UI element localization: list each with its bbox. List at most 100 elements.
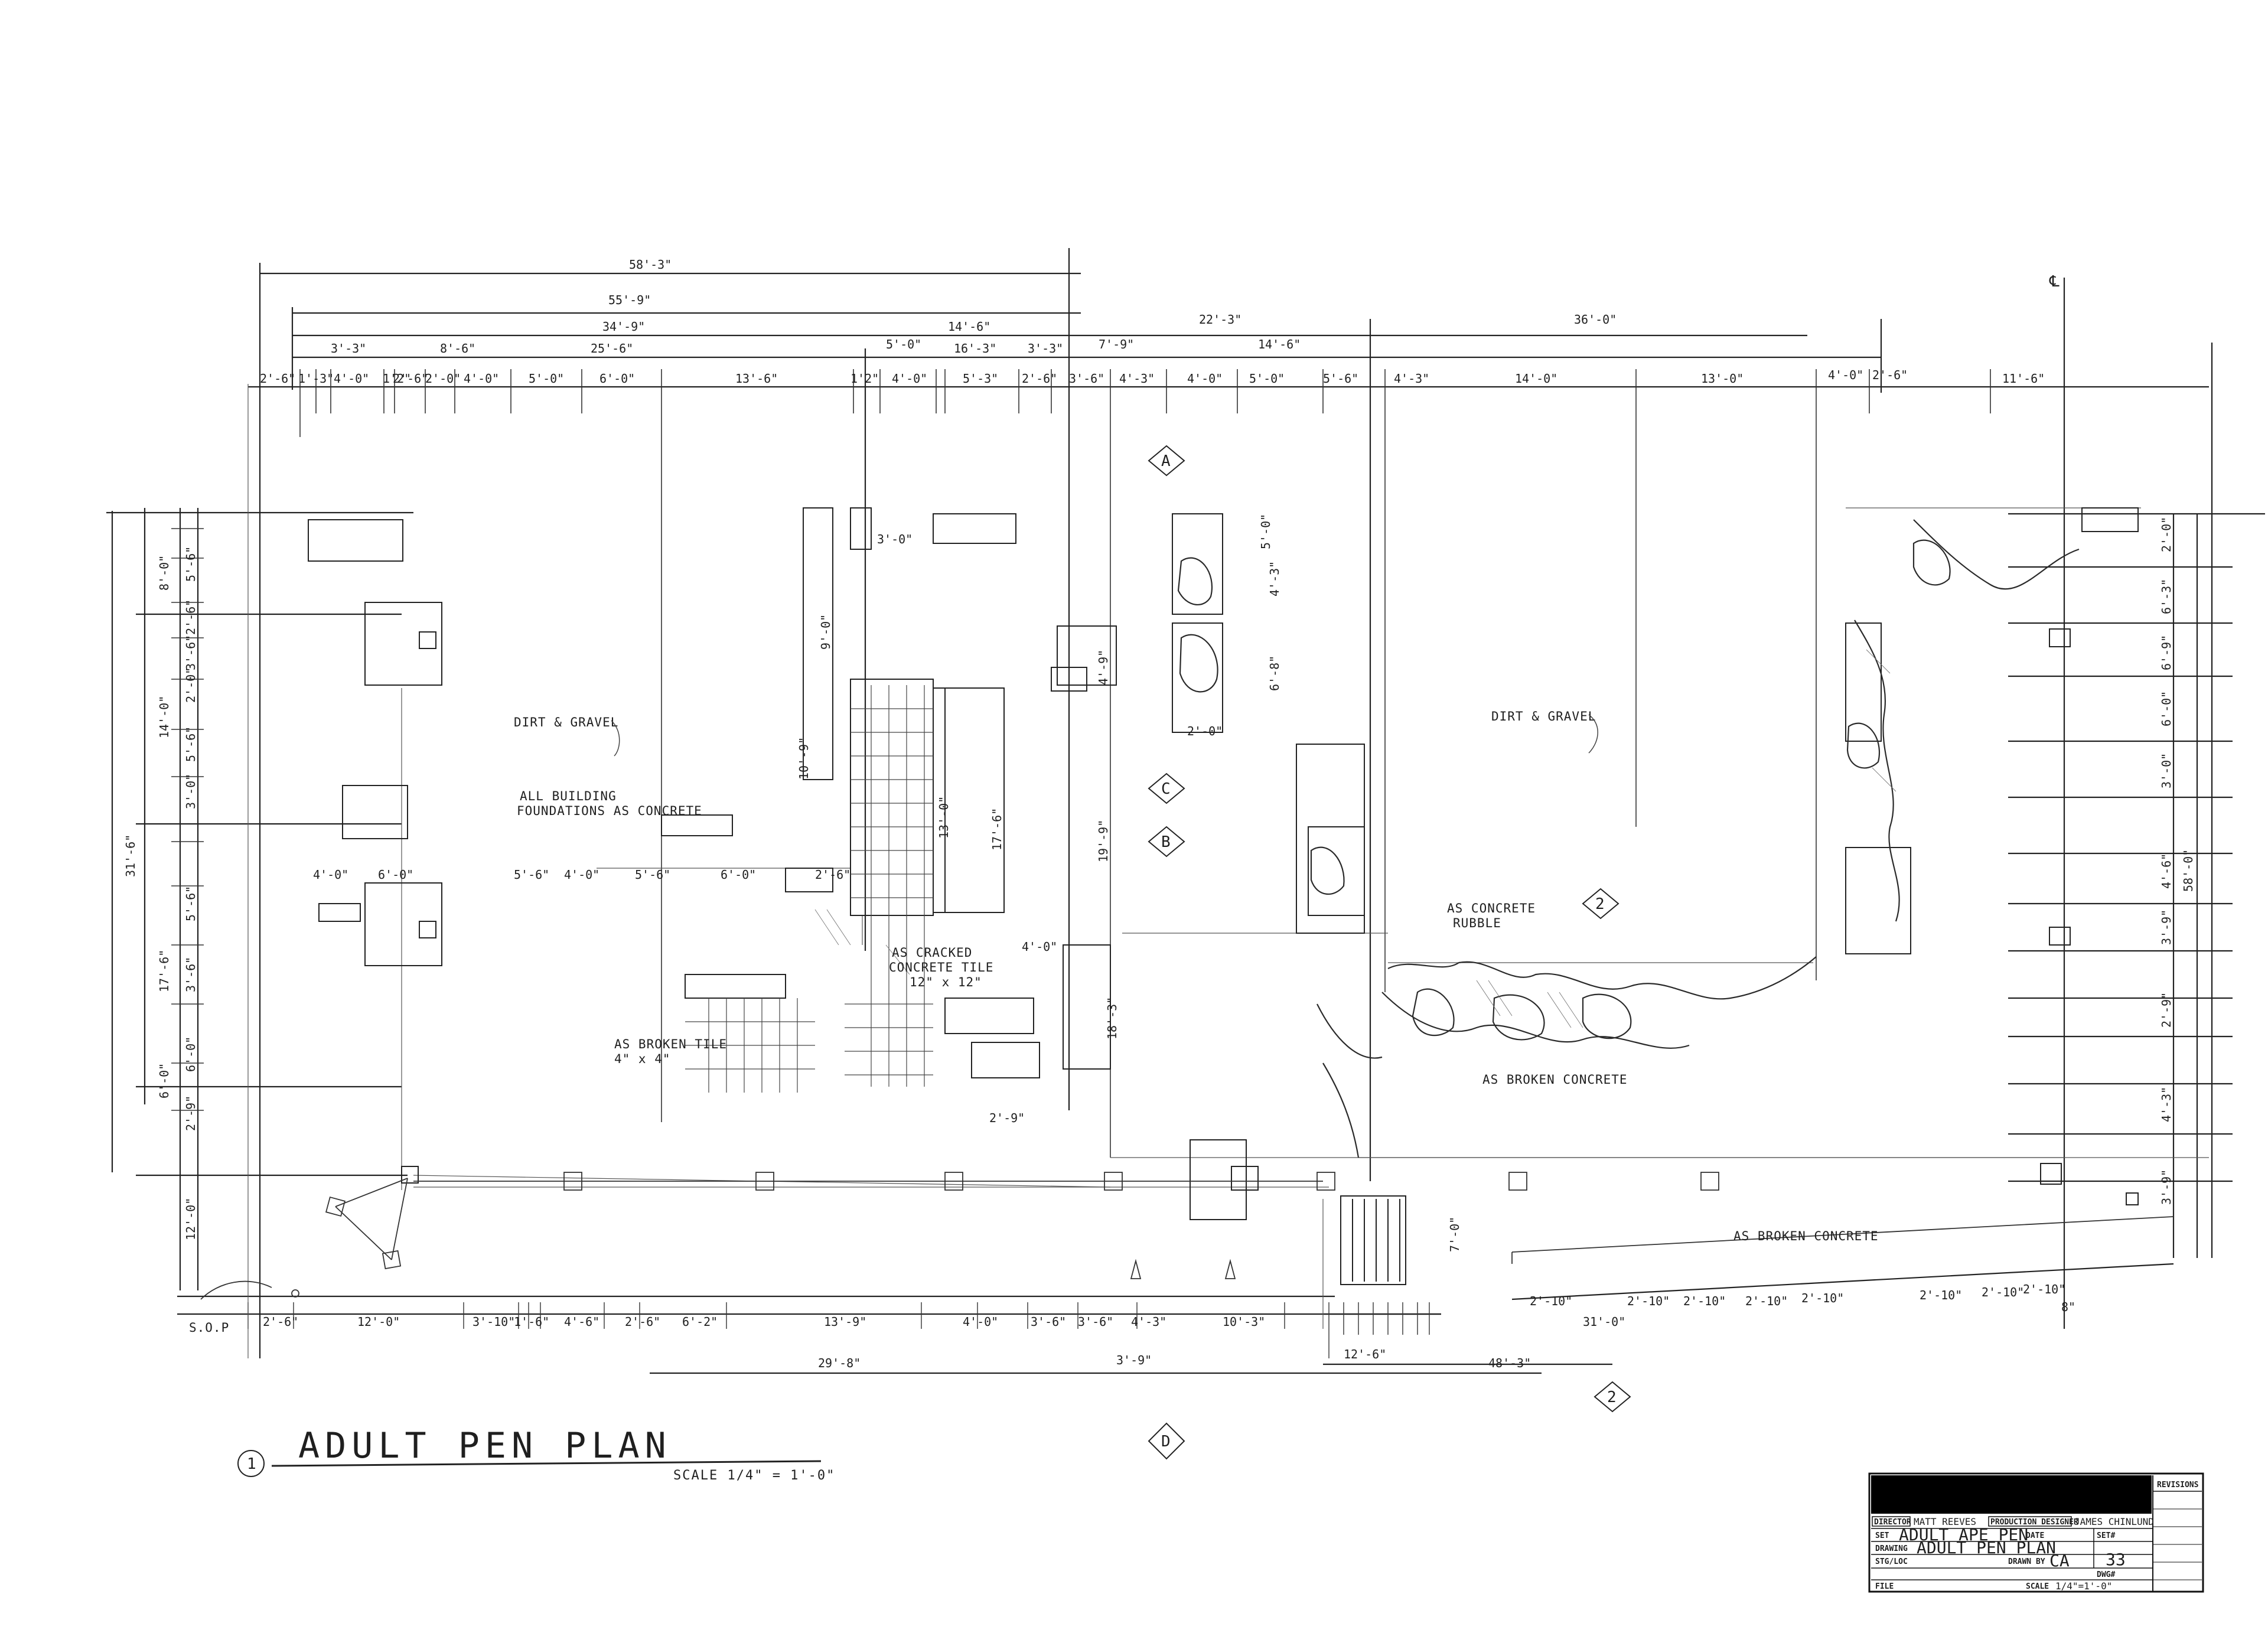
dim-right-chain-2: 6'-9" bbox=[2159, 635, 2174, 670]
tb-stg-label: STG/LOC bbox=[1875, 1557, 1908, 1566]
dim-bottom-chain-7: 13'-9" bbox=[824, 1315, 866, 1329]
hatch-texture bbox=[814, 649, 1896, 1028]
dim-top-chain-17: 5'-0" bbox=[1249, 371, 1285, 386]
drawing-title: ADULT PEN PLAN bbox=[298, 1425, 672, 1466]
dim-bottom-second-1: 3'-9" bbox=[1116, 1353, 1152, 1367]
bottom-dimension-lines bbox=[177, 1263, 2174, 1374]
bottom-dimension-text: 2'-6" 12'-0" 3'-10" 1'-6" 4'-6" 2'-6" 6'… bbox=[263, 1282, 2075, 1370]
dim-left-chain-6: 5'-6" bbox=[184, 886, 198, 921]
dim-int-17: 2'-9" bbox=[989, 1111, 1025, 1125]
dim-right-chain-8: 4'-3" bbox=[2159, 1087, 2174, 1122]
dim-int-20: 2'-0" bbox=[1187, 724, 1223, 738]
note-broken-tile-2: 4" x 4" bbox=[614, 1052, 671, 1066]
left-dimension-text: 31'-6" 8'-0" 14'-0" 17'-6" 6'-0" 5'-6" 2… bbox=[123, 546, 198, 1240]
section-marker-2-lower: 2 bbox=[1594, 1381, 1631, 1413]
dim-bottom-right-6: 2'-10" bbox=[1920, 1288, 1962, 1302]
tb-date-label: DATE bbox=[2026, 1531, 2044, 1540]
dim-bottom-right-0: 2'-10" bbox=[1530, 1294, 1572, 1308]
dim-int-11: 4'-3" bbox=[1267, 561, 1282, 597]
left-dimension-lines bbox=[106, 508, 1335, 1298]
top-dimension-lines bbox=[248, 248, 2213, 1358]
dim-top-fourth-3: 5'-0" bbox=[886, 337, 921, 351]
structures bbox=[308, 507, 2139, 1285]
dim-bottom-chain-2: 3'-10" bbox=[472, 1315, 515, 1329]
tb-sets-label: SET# bbox=[2097, 1531, 2115, 1540]
dim-top-third-right-a: 22'-3" bbox=[1199, 312, 1241, 327]
dim-bottom-right-2: 2'-10" bbox=[1627, 1294, 1670, 1308]
dim-bottom-right-7: 2'-10" bbox=[1982, 1285, 2024, 1299]
dim-int-12: 5'-0" bbox=[1259, 514, 1273, 549]
dim-top-chain-0: 2'-6" bbox=[260, 371, 295, 386]
dim-top-chain-12: 5'-3" bbox=[963, 371, 998, 386]
sop-fixture bbox=[200, 1178, 408, 1300]
right-dimension-lines bbox=[2008, 513, 2265, 1258]
dim-int-2: 4'-0" bbox=[564, 868, 599, 882]
dim-top-chain-23: 2'-6" bbox=[1872, 368, 1908, 382]
dim-top-chain-22: 4'-0" bbox=[1828, 368, 1863, 382]
section-a-label: A bbox=[1161, 452, 1171, 470]
start-of-plan-label: S.O.P bbox=[189, 1321, 229, 1335]
dim-right-chain-1: 6'-3" bbox=[2159, 579, 2174, 614]
drawing-number: 1 bbox=[247, 1455, 256, 1473]
tb-dwg-label: DWG# bbox=[2097, 1570, 2115, 1579]
dim-int-5: 13'-0" bbox=[937, 796, 951, 839]
dim-int-10: 4'-9" bbox=[1096, 650, 1110, 685]
tb-file-label: FILE bbox=[1875, 1582, 1894, 1591]
dim-int-18: 5'-6" bbox=[514, 868, 549, 882]
dim-bottom-chain-8: 4'-0" bbox=[963, 1315, 998, 1329]
dim-int-13: 6'-0" bbox=[721, 868, 756, 882]
dim-left-chain-0: 5'-6" bbox=[184, 546, 198, 582]
stair-treads bbox=[1340, 1195, 1406, 1285]
dim-right-chain-3: 6'-0" bbox=[2159, 691, 2174, 726]
note-foundations-1: ALL BUILDING bbox=[520, 789, 617, 803]
tb-set-label: SET bbox=[1875, 1531, 1889, 1540]
dim-bottom-chain-6: 6'-2" bbox=[682, 1315, 718, 1329]
dim-top-chain-24: 11'-6" bbox=[2002, 371, 2045, 386]
dim-bottom-right-8: 2'-10" bbox=[2023, 1282, 2065, 1296]
dim-left-overall: 31'-6" bbox=[123, 835, 138, 877]
dim-int-6: 17'-6" bbox=[990, 808, 1004, 850]
tb-director: MATT REEVES bbox=[1914, 1516, 1976, 1527]
dim-int-3: 9'-0" bbox=[819, 614, 833, 650]
dim-left-chain-5: 3'-0" bbox=[184, 774, 198, 809]
dim-int-14: 2'-6" bbox=[815, 868, 850, 882]
centerline-symbol: ℄ bbox=[2049, 273, 2060, 291]
drawing-scale-note: SCALE 1/4" = 1'-0" bbox=[673, 1468, 835, 1483]
dim-top-chain-15: 4'-3" bbox=[1119, 371, 1155, 386]
dim-top-fourth-5: 3'-3" bbox=[1028, 341, 1063, 356]
note-cracked-3: 12" x 12" bbox=[910, 975, 982, 989]
tb-scale-label: SCALE bbox=[2026, 1582, 2049, 1591]
dim-int-19: 4'-0" bbox=[313, 868, 348, 882]
dim-right-chain-4: 3'-0" bbox=[2159, 753, 2174, 788]
left-chain-ticks bbox=[171, 528, 204, 1111]
section-marker-b: B bbox=[1148, 826, 1185, 858]
note-cracked-1: AS CRACKED bbox=[892, 946, 972, 960]
interior-dimension-text: 3'-0" 6'-0" 4'-0" 9'-0" 10'-9" 13'-0" 17… bbox=[313, 514, 1462, 1361]
tb-revisions-label: REVISIONS bbox=[2157, 1481, 2199, 1489]
dim-bottom-chain-1: 12'-0" bbox=[357, 1315, 400, 1329]
section-marker-2-upper: 2 bbox=[1582, 888, 1619, 920]
dim-top-chain-11: 4'-0" bbox=[892, 371, 927, 386]
dim-top-chain-1: 1'-3" bbox=[298, 371, 334, 386]
dim-left-sub-1: 14'-0" bbox=[157, 696, 171, 738]
dim-left-chain-10: 12'-0" bbox=[184, 1198, 198, 1240]
dim-bottom-chain-12: 10'-3" bbox=[1223, 1315, 1265, 1329]
dim-top-chain-20: 14'-0" bbox=[1515, 371, 1557, 386]
dim-left-chain-2: 3'-6" bbox=[184, 635, 198, 670]
note-broken-concrete-2: AS BROKEN CONCRETE bbox=[1733, 1229, 1879, 1243]
section-2-upper-label: 2 bbox=[1595, 895, 1605, 913]
dim-top-fourth-4: 16'-3" bbox=[954, 341, 996, 356]
section-b-label: B bbox=[1161, 833, 1171, 851]
dim-right-chain-7: 2'-9" bbox=[2159, 992, 2174, 1028]
dim-top-chain-16: 4'-0" bbox=[1187, 371, 1223, 386]
dim-bottom-right-4: 2'-10" bbox=[1745, 1294, 1788, 1308]
dim-top-third-left: 34'-9" bbox=[602, 320, 645, 334]
section-marker-c: C bbox=[1148, 773, 1185, 804]
dim-top-chain-10: 1'2" bbox=[850, 371, 879, 386]
section-2-lower-label: 2 bbox=[1607, 1388, 1617, 1406]
dim-int-9: 6'-8" bbox=[1267, 656, 1282, 691]
dim-left-chain-8: 6'-0" bbox=[184, 1036, 198, 1072]
dim-int-7: 19'-9" bbox=[1096, 820, 1110, 862]
